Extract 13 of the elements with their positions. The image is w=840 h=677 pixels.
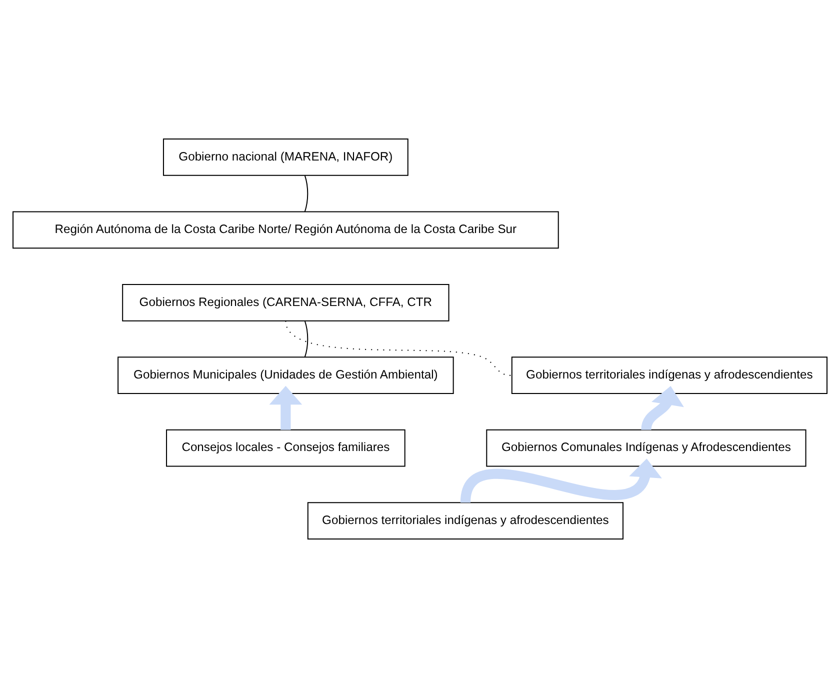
node-box: Gobiernos Municipales (Unidades de Gestión Ambiental) (118, 356, 454, 394)
node-box: Gobiernos territoriales indígenas y afrodescendientes (307, 502, 624, 539)
arrow (269, 385, 302, 430)
node-box: Consejos locales - Consejos familiares (166, 428, 406, 466)
node-box: Gobiernos Regionales (CARENA-SERNA, CFFA, CTR (122, 283, 450, 321)
node-box: Gobierno nacional (MARENA, INAFOR) (162, 138, 408, 176)
connector (285, 320, 511, 376)
arrow (641, 385, 684, 430)
node-box: Gobiernos Comunales Indígenas y Afrodescendientes (486, 428, 806, 466)
connector (304, 175, 308, 212)
node-box: Gobiernos territoriales indígenas y afrodescendientes (511, 356, 828, 394)
connector (304, 320, 308, 357)
node-box: Región Autónoma de la Costa Caribe Norte/ Región Autónoma de la Costa Caribe Sur (12, 210, 559, 248)
